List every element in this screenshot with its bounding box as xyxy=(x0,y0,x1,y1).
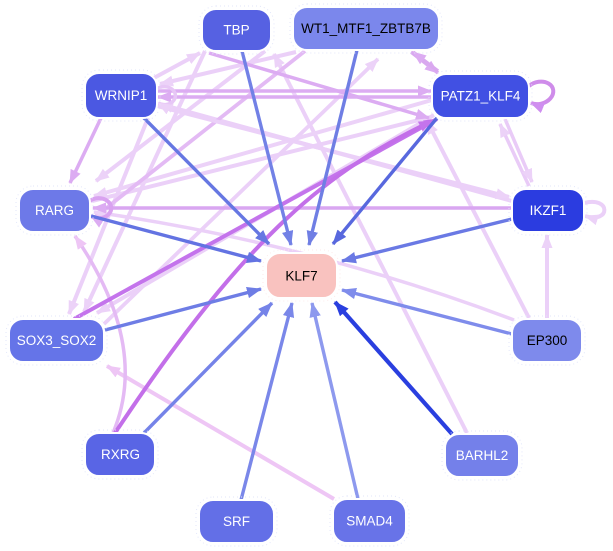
svg-text:WT1_MTF1_ZBTB7B: WT1_MTF1_ZBTB7B xyxy=(301,21,431,36)
svg-text:RXRG: RXRG xyxy=(101,447,140,462)
svg-text:SOX3_SOX2: SOX3_SOX2 xyxy=(17,333,97,348)
svg-text:SMAD4: SMAD4 xyxy=(346,514,393,529)
svg-text:RARG: RARG xyxy=(35,203,74,218)
svg-text:KLF7: KLF7 xyxy=(285,269,317,284)
svg-text:PATZ1_KLF4: PATZ1_KLF4 xyxy=(441,89,521,104)
svg-text:WRNIP1: WRNIP1 xyxy=(95,88,148,103)
svg-text:SRF: SRF xyxy=(223,514,250,529)
svg-text:BARHL2: BARHL2 xyxy=(456,448,509,463)
svg-text:TBP: TBP xyxy=(223,23,249,38)
svg-text:EP300: EP300 xyxy=(527,333,568,348)
svg-text:IKZF1: IKZF1 xyxy=(530,203,567,218)
